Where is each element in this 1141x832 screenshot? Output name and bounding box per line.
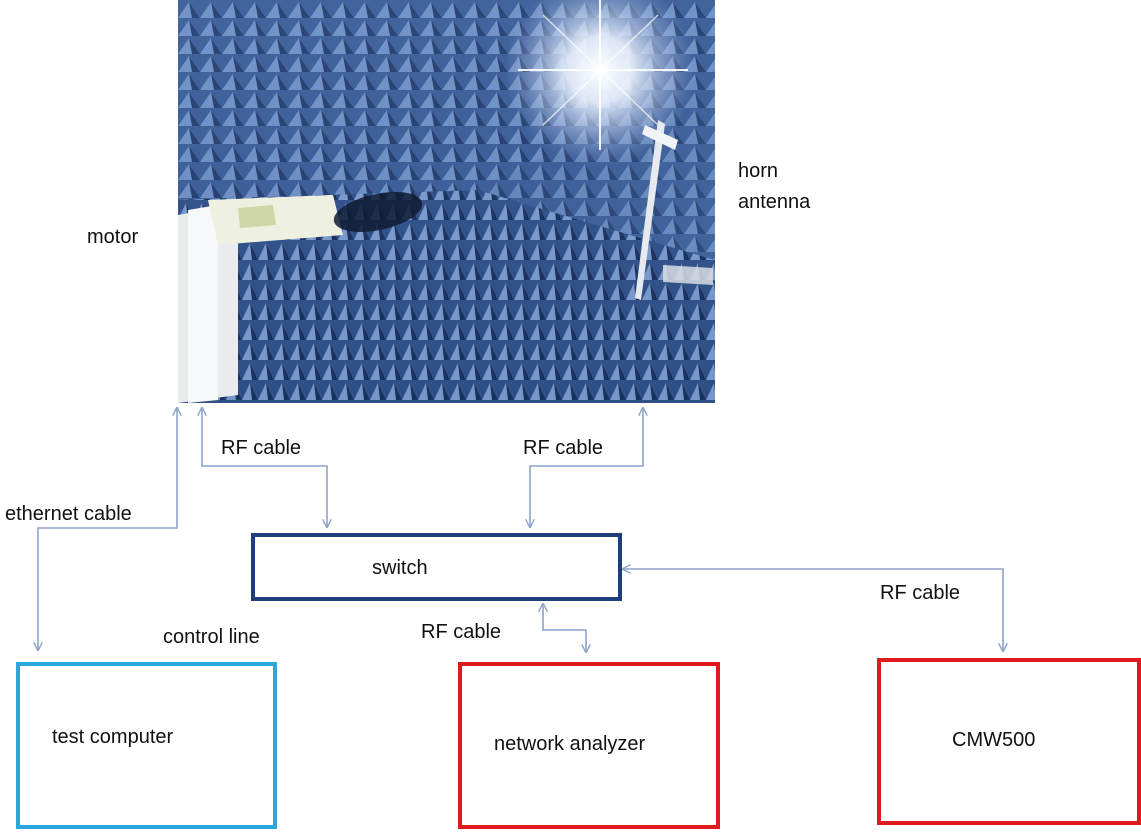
- rf-cable-left-label: RF cable: [221, 437, 302, 459]
- rf-cable-motor-line: [202, 408, 327, 527]
- horn-antenna-label-line2: antenna: [738, 191, 811, 213]
- test-computer-label: test computer: [52, 726, 174, 748]
- ethernet-cable-label: ethernet cable: [5, 503, 132, 525]
- ethernet-cable-line: [38, 408, 177, 650]
- rf-cable-right-label: RF cable: [523, 437, 604, 459]
- test-computer-box: test computer: [16, 662, 277, 829]
- cmw500-box: CMW500: [877, 658, 1141, 825]
- rf-cable-horn-line: [530, 408, 643, 527]
- rf-cable-na-line: [543, 604, 586, 652]
- network-analyzer-label: network analyzer: [494, 733, 646, 755]
- horn-antenna-label-line1: horn: [738, 160, 779, 182]
- control-line-label: control line: [163, 626, 260, 648]
- cmw500-label: CMW500: [952, 729, 1036, 751]
- rf-cable-cmw-label: RF cable: [880, 582, 961, 604]
- rf-cable-cmw-line: [623, 569, 1003, 651]
- network-analyzer-box: network analyzer: [458, 662, 720, 829]
- switch-label: switch: [372, 557, 428, 579]
- motor-label: motor: [87, 226, 139, 248]
- anechoic-chamber-photo: [178, 0, 715, 403]
- switch-box: switch: [251, 533, 622, 601]
- rf-cable-na-label: RF cable: [421, 621, 502, 643]
